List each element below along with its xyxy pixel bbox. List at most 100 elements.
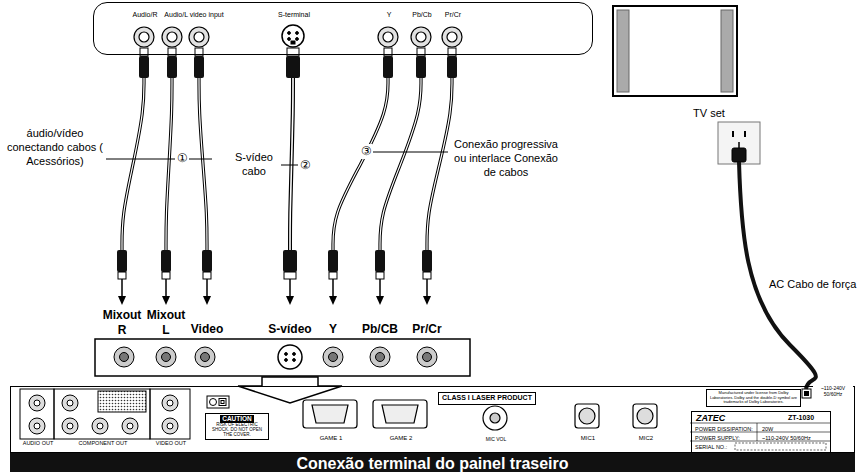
rear-video-out: [167, 423, 173, 429]
label-text: Conexão terminal do painel traseiro: [296, 454, 568, 472]
rear-audio-out: [34, 423, 40, 429]
rear-audio-out: [29, 418, 45, 434]
mic-jacks: [490, 413, 500, 423]
wall-outlet: [718, 122, 760, 164]
label-text: ZT-1030: [788, 414, 814, 422]
power-inlet: [805, 392, 809, 396]
rear-component-out: [67, 400, 73, 406]
label-text: CAUTION: [220, 415, 254, 423]
av-cable: [284, 272, 296, 279]
callout-number: ③: [360, 144, 373, 159]
game-port: GAME 1: [299, 398, 363, 443]
rating-plate-rules: [757, 423, 758, 441]
label-text: Audio/L video input: [164, 11, 223, 19]
av-cable: [332, 279, 334, 297]
tv-input-jacks: [378, 27, 398, 47]
player-output-panel: [323, 347, 343, 367]
rear-component-out: [127, 423, 133, 429]
tv-input-panel: Audio/RAudio/L video inputS-terminalYPb/…: [93, 2, 593, 55]
label-text: MIC1: [581, 435, 595, 442]
av-cable: [139, 56, 149, 78]
rear-panel: AUDIO OUTCOMPONENT OUTVIDEO OUTCAUTIONRI…: [10, 386, 855, 453]
tv-input-jacks: [134, 27, 154, 47]
label-text: Pr/Cr: [445, 11, 461, 19]
av-cable: [118, 296, 126, 305]
av-cable: [283, 250, 297, 272]
wall-outlet: [744, 131, 746, 137]
av-cables: [117, 48, 457, 305]
av-cable: [166, 78, 172, 250]
av-cable: [423, 296, 431, 305]
caption-band: Conexão terminal do painel traseiro: [10, 453, 855, 472]
player-output-panel: [201, 353, 210, 362]
rear-component-out: [97, 423, 103, 429]
class-ii-symbol: [207, 396, 229, 408]
av-cable: [162, 296, 170, 305]
label-text: Manufactured under license from Dolby La…: [709, 391, 798, 404]
av-cable: [383, 56, 393, 78]
av-cable: [166, 78, 172, 250]
av-cable: [206, 279, 208, 297]
class-ii-symbol: [207, 396, 229, 408]
rear-component-out: [54, 389, 150, 439]
label-text: S-terminal: [278, 11, 310, 19]
av-cable: [203, 296, 211, 305]
tv-input-jacks: [189, 27, 209, 47]
player-output-panel: [423, 353, 432, 362]
caption-label: AC Cabo de força: [768, 278, 857, 292]
label-text: Audio/R: [133, 11, 158, 19]
class-ii-symbol: [221, 401, 224, 404]
callout-number: ①: [176, 151, 189, 166]
mic-jacks: [633, 404, 657, 428]
rear-component-out: [54, 389, 150, 439]
caption-label: Pb/CB: [361, 322, 399, 337]
power-inlet: [802, 389, 811, 398]
player-output-panel: [95, 339, 470, 376]
rear-video-out: [162, 395, 178, 411]
game-ports: [303, 400, 357, 428]
caption-label: Y: [328, 322, 338, 337]
av-cable: [328, 48, 393, 305]
player-output-panel: [162, 353, 171, 362]
label-text: TV set: [693, 107, 725, 120]
av-cable: [375, 250, 385, 272]
tv-input-jacks: [442, 27, 462, 47]
label-text: AUDIO OUT: [23, 440, 54, 447]
player-output-panel: [370, 347, 390, 367]
av-cable: [283, 48, 300, 305]
av-cable: [286, 56, 300, 78]
player-output-panel: [285, 353, 288, 356]
av-cable: [422, 250, 432, 272]
rear-component-out: [92, 418, 108, 434]
mic-jacks: [575, 404, 599, 428]
tv-input-jacks: [167, 32, 177, 42]
leader-lines: [281, 165, 298, 166]
mic-jacks: [637, 408, 653, 424]
label-text: ZATEC: [696, 413, 725, 424]
av-cable: [379, 279, 381, 297]
tv-input-jacks: [194, 32, 204, 42]
rating-plate-rules: [690, 423, 830, 450]
license-notice: Manufactured under license from Dolby La…: [706, 389, 801, 407]
rear-video-out: [167, 400, 173, 406]
class-ii-symbol: [210, 399, 217, 406]
player-output-panel: [195, 347, 215, 367]
s-terminal-jack: [288, 32, 291, 35]
av-cable: [426, 279, 428, 297]
game-ports: [382, 405, 418, 423]
rear-audio-out: [34, 400, 40, 406]
mic-volume-knob: MIC VOL: [479, 403, 513, 443]
player-output-panel: [156, 347, 176, 367]
mic-jacks: [483, 406, 507, 430]
rear-component-out: [62, 395, 78, 411]
player-output-panel: [417, 347, 437, 367]
label-text: RISK OF ELECTRIC SHOCK. DO NOT OPEN THE …: [208, 423, 266, 438]
player-output-panel: [278, 345, 302, 369]
tv-set: TV set: [612, 5, 738, 97]
caution-label: CAUTIONRISK OF ELECTRIC SHOCK. DO NOT OP…: [205, 413, 269, 440]
s-terminal-jack: [288, 38, 291, 41]
av-cable: [117, 48, 149, 305]
av-cable: [380, 78, 421, 250]
label-text: POWER DISSIPATION:: [695, 426, 753, 433]
